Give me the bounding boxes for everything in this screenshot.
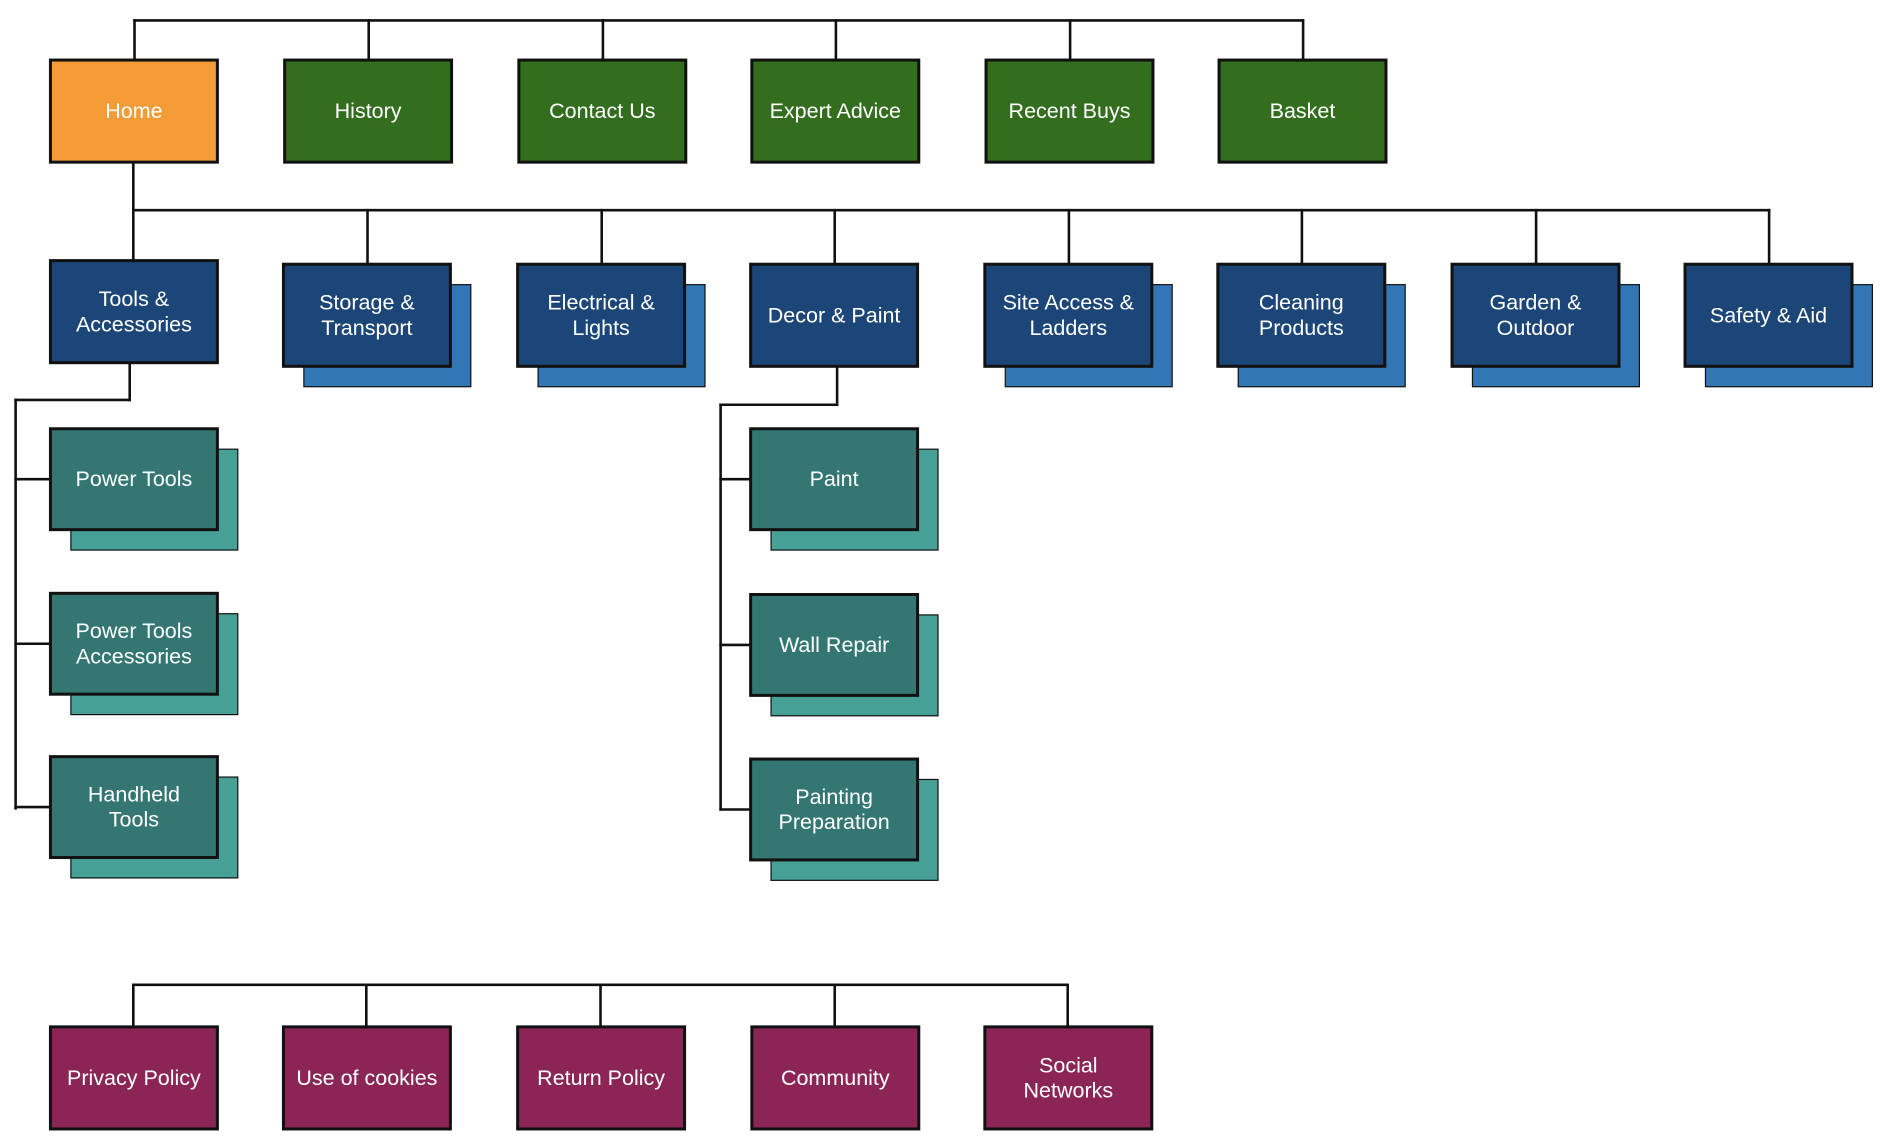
subcategory-wall-repair-box [749, 593, 920, 697]
subcategory-paint[interactable]: Paint [749, 427, 920, 532]
nav-basket-label: Basket [1270, 99, 1336, 123]
nav-history[interactable]: History [283, 58, 454, 164]
category-safety-aid[interactable]: Safety & Aid [1683, 262, 1854, 368]
subcategory-wall-repair-label: Wall Repair [779, 633, 889, 657]
category-storage-transport-label-line-2: Transport [321, 316, 412, 340]
category-electrical-lights-box [516, 262, 687, 368]
footer-privacy-policy-label: Privacy Policy [67, 1066, 201, 1090]
nodes: Home History Contact Us Expert Advice Recent… [48, 58, 1854, 1131]
stacked-shadows [70, 284, 1873, 881]
footer-use-of-cookies[interactable]: Use of cookies [281, 1025, 452, 1131]
category-safety-aid-label: Safety & Aid [1710, 303, 1827, 327]
subcategory-handheld-tools-box [48, 755, 219, 860]
subcategory-power-tools[interactable]: Power Tools [48, 427, 219, 532]
footer-privacy-policy[interactable]: Privacy Policy [48, 1025, 219, 1131]
footer-social-networks-label-line-2: Networks [1024, 1079, 1114, 1103]
category-safety-aid-box [1683, 262, 1854, 368]
category-garden-outdoor-label-line-2: Outdoor [1497, 316, 1575, 340]
nav-expert-advice[interactable]: Expert Advice [750, 58, 921, 164]
category-tools-accessories-label-line-2: Accessories [76, 312, 192, 336]
subcategory-handheld-tools-label-line-2: Tools [109, 808, 159, 832]
nav-home-label: Home [105, 99, 162, 123]
subcategory-painting-preparation-box [749, 757, 920, 862]
subcategory-power-tools-box [48, 427, 219, 532]
footer-return-policy[interactable]: Return Policy [516, 1025, 687, 1131]
subcategory-painting-preparation-label-line-1: Painting [795, 785, 873, 809]
category-storage-transport[interactable]: Storage &Transport [281, 262, 452, 368]
category-decor-paint-box [749, 262, 920, 368]
subcategory-power-tools-accessories-box [48, 591, 219, 696]
category-storage-transport-label-line-1: Storage & [319, 291, 415, 315]
category-tools-accessories-label-line-1: Tools & [99, 287, 170, 311]
category-storage-transport-box [281, 262, 452, 368]
category-garden-outdoor-label-line-1: Garden & [1489, 291, 1581, 315]
category-site-access-ladders-label-line-1: Site Access & [1003, 291, 1134, 315]
category-garden-outdoor-box [1450, 262, 1621, 368]
category-decor-paint-label: Decor & Paint [768, 303, 901, 327]
nav-home-box [48, 58, 219, 164]
footer-social-networks-label-line-1: Social [1039, 1053, 1098, 1077]
category-site-access-ladders-box [983, 262, 1154, 368]
subcategory-wall-repair[interactable]: Wall Repair [749, 593, 920, 697]
nav-contact-us[interactable]: Contact Us [517, 58, 688, 164]
footer-privacy-policy-box [48, 1025, 219, 1131]
category-decor-paint[interactable]: Decor & Paint [749, 262, 920, 368]
category-cleaning-products-label-line-2: Products [1259, 316, 1344, 340]
footer-return-policy-label: Return Policy [537, 1066, 665, 1090]
category-electrical-lights-label-line-1: Electrical & [547, 291, 655, 315]
footer-use-of-cookies-box [281, 1025, 452, 1131]
category-tools-accessories[interactable]: Tools &Accessories [48, 259, 219, 365]
category-site-access-ladders-label-line-2: Ladders [1029, 316, 1107, 340]
footer-use-of-cookies-label: Use of cookies [296, 1066, 437, 1090]
nav-basket[interactable]: Basket [1217, 58, 1388, 164]
category-tools-accessories-box [48, 259, 219, 365]
nav-contact-us-label: Contact Us [549, 99, 655, 123]
nav-history-label: History [335, 99, 402, 123]
subcategory-paint-box [749, 427, 920, 532]
nav-history-box [283, 58, 454, 164]
subcategory-handheld-tools-label-line-1: Handheld [88, 782, 180, 806]
subcategory-power-tools-accessories-label-line-2: Accessories [76, 644, 192, 668]
nav-expert-advice-box [750, 58, 921, 164]
category-site-access-ladders[interactable]: Site Access &Ladders [983, 262, 1154, 368]
nav-expert-advice-label: Expert Advice [770, 99, 901, 123]
category-cleaning-products-label-line-1: Cleaning [1259, 291, 1344, 315]
nav-recent-buys[interactable]: Recent Buys [984, 58, 1155, 164]
nav-contact-us-box [517, 58, 688, 164]
subcategory-paint-label: Paint [810, 467, 859, 491]
nav-home[interactable]: Home [48, 58, 219, 164]
footer-return-policy-box [516, 1025, 687, 1131]
connectors [14, 19, 1771, 1029]
nav-recent-buys-box [984, 58, 1155, 164]
category-garden-outdoor[interactable]: Garden &Outdoor [1450, 262, 1621, 368]
category-electrical-lights-label-line-2: Lights [572, 316, 629, 340]
category-cleaning-products-box [1216, 262, 1387, 368]
footer-community[interactable]: Community [750, 1025, 921, 1131]
nav-recent-buys-label: Recent Buys [1009, 99, 1131, 123]
footer-community-box [750, 1025, 921, 1131]
footer-social-networks-box [983, 1025, 1154, 1131]
nav-basket-box [1217, 58, 1388, 164]
footer-community-label: Community [781, 1066, 890, 1090]
subcategory-power-tools-label: Power Tools [76, 467, 193, 491]
subcategory-power-tools-accessories-label-line-1: Power Tools [76, 619, 193, 643]
category-electrical-lights[interactable]: Electrical &Lights [516, 262, 687, 368]
subcategory-painting-preparation-label-line-2: Preparation [779, 810, 890, 834]
